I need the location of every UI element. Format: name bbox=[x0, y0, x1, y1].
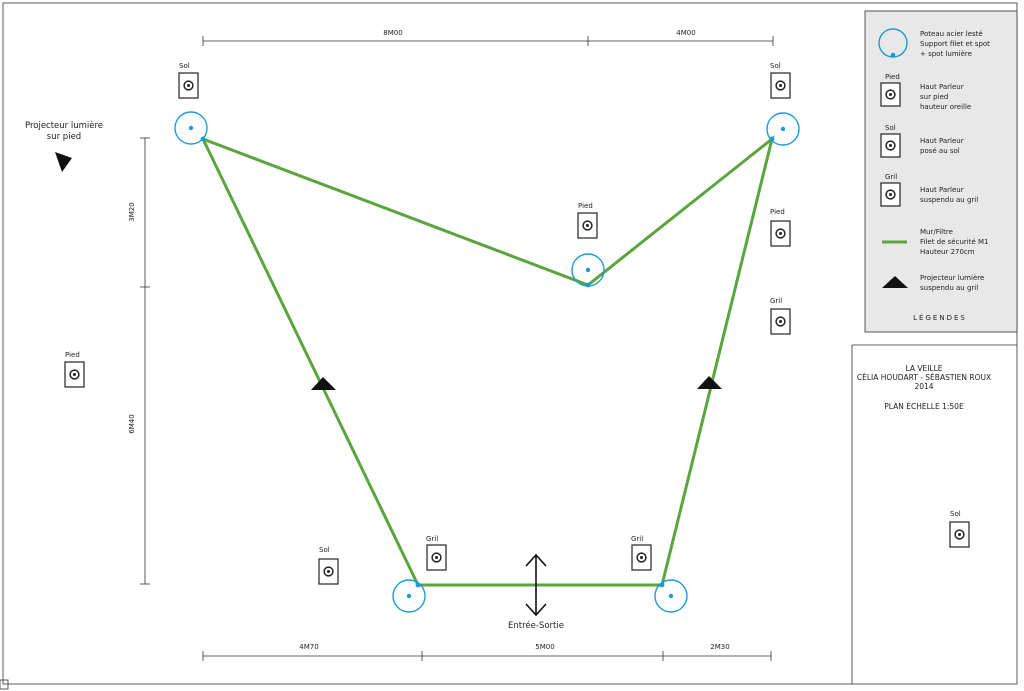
title-line3: 2014 bbox=[914, 382, 933, 391]
speaker-label: Gril bbox=[770, 297, 782, 305]
speaker-label: Sol bbox=[319, 546, 330, 554]
legend-wall-line3: Hauteur 270cm bbox=[920, 248, 975, 256]
legend-gril-line2: suspendu au gril bbox=[920, 196, 978, 204]
legend-projector-line2: suspendu au gril bbox=[920, 284, 978, 292]
hanging-projector-icon bbox=[697, 376, 722, 389]
dim-bottom-mid: 5M00 bbox=[535, 643, 554, 651]
legend-title: LÉGENDES bbox=[913, 313, 967, 322]
title-line1: LA VEILLE bbox=[905, 364, 942, 373]
speaker-icon bbox=[770, 220, 791, 247]
speaker-icon bbox=[318, 558, 339, 585]
legend-projector-line1: Projecteur lumière bbox=[920, 274, 984, 282]
standing-projector-label-line2: sur pied bbox=[47, 132, 81, 142]
standing-projector-label-line1: Projecteur lumière bbox=[25, 120, 103, 131]
entrance-arrow-icon bbox=[525, 553, 547, 617]
legend-gril-line1: Haut Parleur bbox=[920, 186, 964, 194]
speaker-icon bbox=[770, 308, 791, 335]
dim-bottom-left: 4M70 bbox=[299, 643, 318, 651]
legend-gril-tag: Gril bbox=[885, 173, 897, 181]
legend-post-line2: Support filet et spot bbox=[920, 40, 990, 48]
dim-top-right: 4M00 bbox=[676, 29, 695, 37]
legend-sol-tag: Sol bbox=[885, 124, 896, 132]
safety-net-wall bbox=[201, 135, 775, 587]
hanging-projector-icon bbox=[311, 377, 336, 390]
speaker-icon bbox=[64, 361, 85, 388]
speaker-icon bbox=[949, 521, 970, 548]
speaker-label: Pied bbox=[65, 351, 80, 359]
speaker-icon bbox=[426, 544, 447, 571]
legend-pied-line1: Haut Parleur bbox=[920, 83, 964, 91]
speaker-label: Gril bbox=[631, 535, 643, 543]
legend-pied-tag: Pied bbox=[885, 73, 900, 81]
standing-projector-icon bbox=[55, 152, 72, 172]
speaker-label: Pied bbox=[770, 208, 785, 216]
speaker-icon bbox=[577, 212, 598, 239]
legend-wall-line1: Mur/Filtre bbox=[920, 228, 953, 236]
dim-bottom-right: 2M30 bbox=[710, 643, 729, 651]
legend-pied-line3: hauteur oreille bbox=[920, 103, 971, 111]
dimension-lines bbox=[140, 36, 774, 661]
legend-post-icon bbox=[878, 28, 908, 58]
speaker-label: Sol bbox=[179, 62, 190, 70]
speaker-label: Gril bbox=[426, 535, 438, 543]
speaker-icon bbox=[770, 72, 791, 99]
title-line4: PLAN ÉCHELLE 1:50E bbox=[884, 402, 964, 411]
legend-box bbox=[864, 10, 1018, 333]
steel-post bbox=[766, 112, 800, 146]
entrance-label: Entrée-Sortie bbox=[508, 620, 564, 631]
speaker-label: Sol bbox=[770, 62, 781, 70]
corner-mark bbox=[0, 679, 9, 690]
legend-pied-speaker-icon bbox=[880, 82, 901, 107]
legend-post-line1: Poteau acier lesté bbox=[920, 30, 983, 38]
steel-post bbox=[392, 579, 426, 613]
legend-hanging-projector-icon bbox=[882, 276, 908, 288]
legend-panel: Poteau acier lesté Support filet et spot… bbox=[864, 10, 1018, 333]
speaker-label: Sol bbox=[950, 510, 961, 518]
steel-post bbox=[654, 579, 688, 613]
legend-sol-line2: posé au sol bbox=[920, 147, 960, 155]
legend-sol-line1: Haut Parleur bbox=[920, 137, 964, 145]
speaker-icon bbox=[178, 72, 199, 99]
steel-post bbox=[571, 253, 605, 288]
title-line2: CÉLIA HOUDART - SÉBASTIEN ROUX bbox=[857, 373, 991, 382]
legend-wall-line2: Filet de sécurité M1 bbox=[920, 238, 989, 246]
legend-pied-line2: sur pied bbox=[920, 93, 948, 101]
steel-post bbox=[174, 111, 208, 145]
legend-sol-speaker-icon bbox=[880, 133, 901, 158]
dim-top-left: 8M00 bbox=[383, 29, 402, 37]
dim-side-upper: 3M20 bbox=[128, 202, 136, 221]
dim-side-lower: 6M40 bbox=[128, 414, 136, 433]
speaker-icon bbox=[631, 544, 652, 571]
speaker-label: Pied bbox=[578, 202, 593, 210]
legend-post-line3: + spot lumière bbox=[920, 50, 972, 58]
legend-gril-speaker-icon bbox=[880, 182, 901, 207]
